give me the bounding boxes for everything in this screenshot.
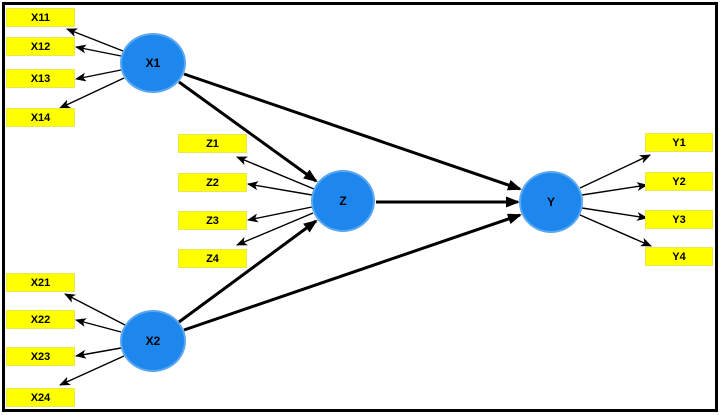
indicator-z3[interactable]: Z3 [178,211,247,230]
latent-z[interactable]: Z [311,170,375,232]
indicator-z2[interactable]: Z2 [178,173,247,192]
arrow-y-y3 [581,207,648,221]
indicator-x13[interactable]: X13 [6,69,75,88]
indicator-x21[interactable]: X21 [6,273,75,292]
indicator-y1[interactable]: Y1 [645,133,713,152]
arrow-z-z4 [236,212,314,246]
arrow-x2-x23 [75,347,122,359]
arrow-x1-x12 [75,44,122,57]
arrow-x2-x22 [75,318,122,333]
indicator-z1[interactable]: Z1 [178,134,247,153]
indicator-x23[interactable]: X23 [6,347,75,366]
indicator-z4[interactable]: Z4 [178,249,247,268]
latent-x1[interactable]: X1 [120,33,186,93]
indicator-y3[interactable]: Y3 [645,210,713,229]
indicator-y4[interactable]: Y4 [645,247,713,266]
indicator-x12[interactable]: X12 [6,37,75,56]
indicator-x24[interactable]: X24 [6,388,75,407]
arrow-x1-x11 [66,28,124,52]
indicator-x11[interactable]: X11 [6,8,75,27]
arrow-z-z2 [247,181,313,196]
path-x2-z-arrow [178,219,318,324]
path-x1-z-arrow [178,80,318,183]
arrow-x1-x13 [75,69,122,82]
indicator-x22[interactable]: X22 [6,310,75,329]
path-x2-y-arrow [183,213,522,332]
indicator-x14[interactable]: X14 [6,108,75,127]
arrow-y-y4 [579,214,652,247]
arrow-y-y2 [581,182,648,196]
arrow-z-z1 [236,156,315,190]
indicator-y2[interactable]: Y2 [645,172,713,191]
latent-y[interactable]: Y [519,171,583,233]
latent-x2[interactable]: X2 [120,310,186,372]
arrow-z-z3 [247,206,313,223]
arrow-y-y1 [579,154,651,189]
